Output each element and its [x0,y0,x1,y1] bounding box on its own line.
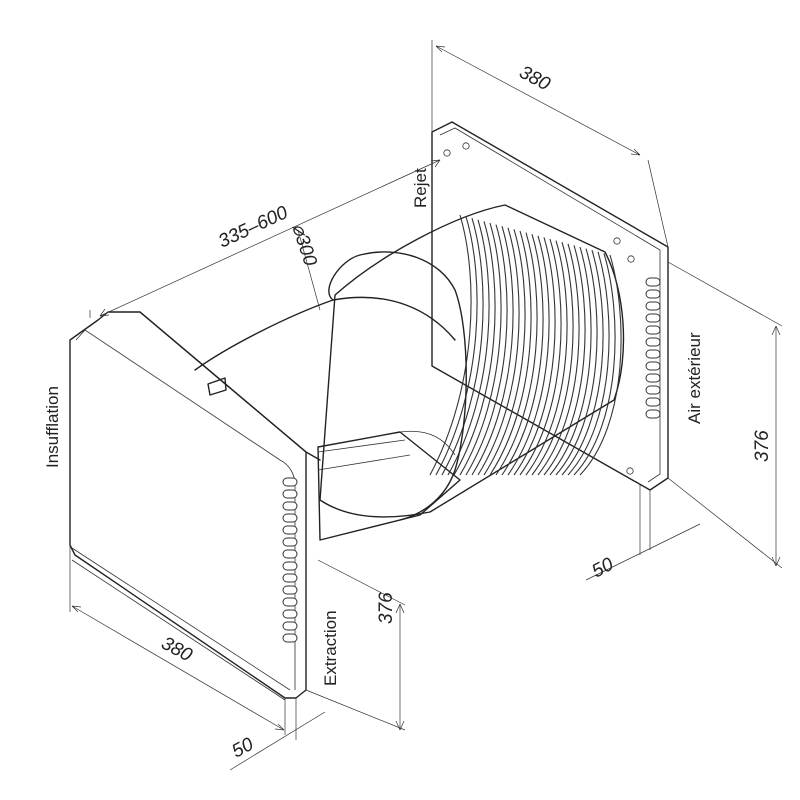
label-rejet: Rejet [411,168,430,208]
sleeve-rib [429,214,472,476]
grille-slot [282,573,298,583]
inner-cylinder [194,296,461,541]
sleeve-rib [435,216,478,476]
label-insufflation: Insufflation [43,386,62,468]
sleeve-rib [573,253,616,476]
grille-slot [282,549,298,559]
outdoor-air-grille [645,277,661,419]
dim-right-height: 376 [752,430,773,462]
dim-pipe-diameter: ⌀300 [287,221,320,269]
sleeve-rib [507,235,550,476]
label-air-exterieur: Air extérieur [685,332,704,424]
sleeve-rib [567,251,610,476]
dim-front-depth: 50 [228,734,257,763]
grille-slot [282,513,298,523]
grille-slot [282,489,298,499]
grille-slot [645,373,661,383]
grille-slot [282,609,298,619]
sleeve-rib [489,230,532,476]
grille-slot [645,409,661,419]
sleeve-rib [555,248,598,476]
grille-slot [282,585,298,595]
sleeve-rib [579,254,622,476]
grille-slot [645,301,661,311]
grille-slot [645,313,661,323]
grille-slot [645,337,661,347]
grille-slot [282,597,298,607]
grille-slot [645,349,661,359]
rear-wall-plate [431,121,669,491]
grille-slot [645,325,661,335]
grille-slot [282,477,298,487]
sleeve-rib [525,240,568,476]
dim-front-height: 376 [376,592,397,624]
sleeve-rib [453,221,496,476]
pipe-sleeve [319,204,625,521]
dim-pipe-length: 335–600 [215,202,291,252]
sleeve-rib [459,222,502,476]
grille-slot [282,561,298,571]
sleeve-rib [537,243,580,476]
sleeve-rib [477,227,520,476]
sleeve-rib [501,234,544,476]
sleeve-rib [447,219,490,476]
sleeve-rib [513,237,556,476]
sleeve-rib [549,246,592,476]
grille-slot [282,501,298,511]
grille-slot [645,385,661,395]
grille-slot [282,633,298,643]
extraction-grille [282,477,298,643]
sleeve-rib [531,242,574,476]
sleeve-rib [543,245,586,476]
grille-slot [645,277,661,287]
grille-slot [645,361,661,371]
sleeve-rib [483,229,526,476]
grille-slot [282,537,298,547]
grille-slot [282,621,298,631]
dim-top-width: 380 [516,62,554,96]
grille-slot [282,525,298,535]
sleeve-rib [471,226,514,476]
sleeve-rib [495,232,538,476]
sleeve-rib [441,218,484,476]
grille-slot [645,397,661,407]
dimension-lines [69,40,783,771]
grille-slot [645,289,661,299]
sleeve-rib [561,250,604,476]
label-extraction: Extraction [321,610,340,686]
sleeve-rib [465,224,508,476]
dim-right-depth: 50 [588,554,617,583]
sleeve-rib [519,238,562,476]
